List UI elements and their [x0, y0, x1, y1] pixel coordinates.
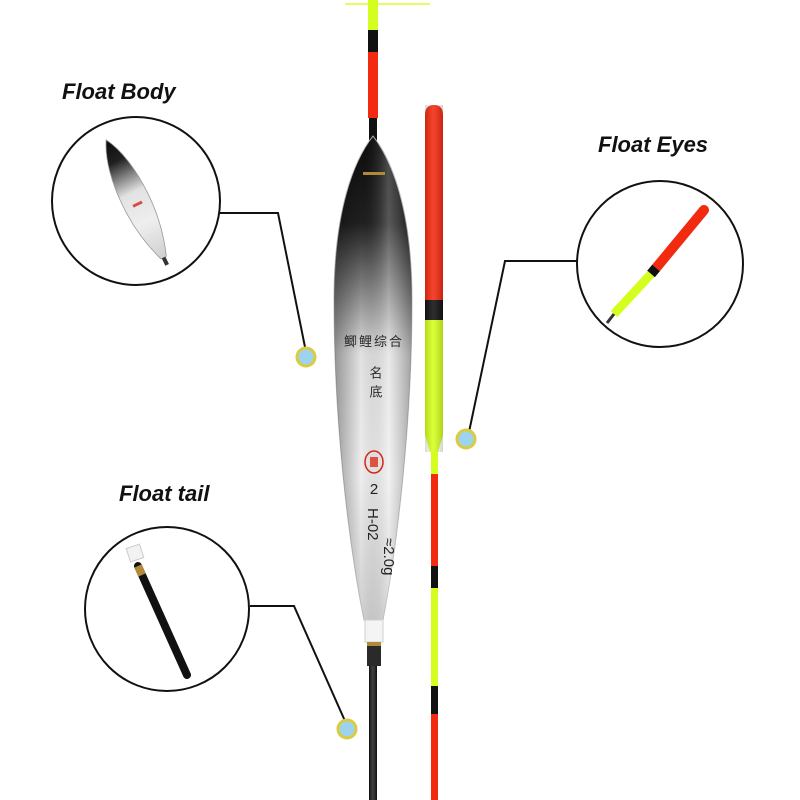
eye-float-lower-fluorescent [431, 452, 438, 474]
main-float: 鲫鲤综合 名底 2 H-02 ≈2.0g [333, 0, 430, 800]
float-body-leader-line [220, 212, 307, 353]
main-float-tip-top-line [345, 3, 430, 5]
main-float-body-gold-ring [363, 172, 385, 175]
eye-float-lower-black-2 [431, 686, 438, 714]
float-eyes-marker [455, 428, 477, 450]
eye-float-lower-red-1 [431, 474, 438, 566]
float-tail-zoom-image [125, 543, 191, 679]
main-float-collar-white [364, 619, 384, 643]
main-float-collar-gold [367, 642, 381, 646]
float-body-mark-line1: 鲫鲤综合 [344, 335, 404, 350]
float-body-zoom-image [105, 139, 169, 266]
eye-float-lower-red-2 [431, 714, 438, 800]
float-body-size: 2 [370, 481, 378, 498]
callout-float-eyes: Float Eyes [455, 132, 744, 450]
float-tail-leader-line [250, 605, 346, 722]
label-float-eyes: Float Eyes [598, 132, 708, 157]
main-float-collar-black [367, 646, 381, 666]
eye-float-lower-black-1 [431, 566, 438, 588]
eye-float-lower-fluorescent-2 [431, 588, 438, 686]
float-body-model: H-02 [364, 508, 381, 541]
float-tail-marker [336, 718, 358, 740]
callout-float-tail: Float tail [84, 481, 358, 740]
float-body-marker [295, 346, 317, 368]
float-eyes-leader-line [468, 260, 578, 433]
main-float-tip-fluorescent [368, 0, 378, 30]
eye-float [425, 105, 443, 800]
float-body-mark-line2: 名底 [367, 365, 383, 404]
main-float-tip-black-band [368, 30, 378, 52]
float-tail-zoom-circle [84, 526, 250, 692]
main-float-stem-black [369, 118, 377, 144]
callout-float-body: Float Body [51, 79, 317, 368]
float-body-weight: ≈2.0g [380, 538, 397, 575]
main-float-tip-red [368, 52, 378, 118]
float-eyes-zoom-image [605, 205, 709, 324]
float-body-red-seal [364, 450, 384, 474]
label-float-body: Float Body [62, 79, 177, 104]
label-float-tail: Float tail [119, 481, 210, 506]
